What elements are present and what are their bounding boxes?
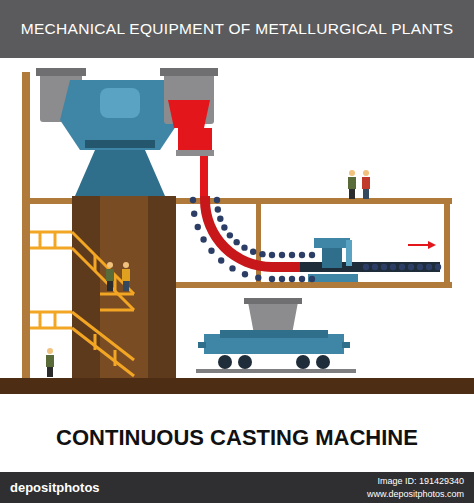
ladle-car — [196, 298, 356, 373]
roller — [227, 232, 233, 238]
roller — [399, 264, 405, 270]
roller — [250, 248, 256, 254]
title-bar — [0, 0, 474, 58]
roller — [214, 197, 220, 203]
roller — [417, 264, 423, 270]
image-id: Image ID: 191429340 — [377, 476, 464, 486]
title: MECHANICAL EQUIPMENT OF METALLURGICAL PL… — [21, 20, 454, 38]
roller — [289, 276, 295, 282]
site-url: www.depositphotos.com — [367, 489, 464, 499]
roller — [200, 236, 206, 242]
workers — [46, 170, 370, 377]
cast-strand — [200, 196, 320, 272]
roller — [363, 264, 369, 270]
roller — [217, 216, 223, 222]
roller — [255, 275, 261, 281]
direction-arrow — [408, 241, 436, 249]
footer-bar — [0, 472, 474, 503]
roller — [390, 264, 396, 270]
roller — [299, 276, 305, 282]
roller — [233, 239, 239, 245]
roller — [289, 252, 295, 258]
roller — [229, 265, 235, 271]
roller — [241, 244, 247, 250]
roller — [381, 264, 387, 270]
roller — [215, 206, 221, 212]
roller — [299, 252, 305, 258]
roller — [426, 264, 432, 270]
roller — [218, 257, 224, 263]
steel-structure — [0, 72, 474, 394]
staircase — [30, 232, 134, 376]
roller — [408, 264, 414, 270]
roller — [195, 224, 201, 230]
roller — [190, 197, 196, 203]
roller — [309, 276, 315, 282]
roller — [309, 252, 315, 258]
guide-rollers — [190, 197, 441, 282]
roller-table — [300, 262, 440, 272]
roller — [279, 276, 285, 282]
roller — [435, 264, 441, 270]
roller — [208, 248, 214, 254]
watermark-logo: depositphotos — [10, 480, 100, 495]
roller — [259, 251, 265, 257]
roller — [269, 252, 275, 258]
roller — [279, 252, 285, 258]
roller — [269, 276, 275, 282]
withdrawal-machine — [308, 238, 358, 282]
roller — [242, 271, 248, 277]
ladle-turret — [36, 68, 218, 196]
caption: CONTINUOUS CASTING MACHINE — [56, 425, 418, 451]
roller — [191, 211, 197, 217]
roller — [372, 264, 378, 270]
roller — [221, 224, 227, 230]
